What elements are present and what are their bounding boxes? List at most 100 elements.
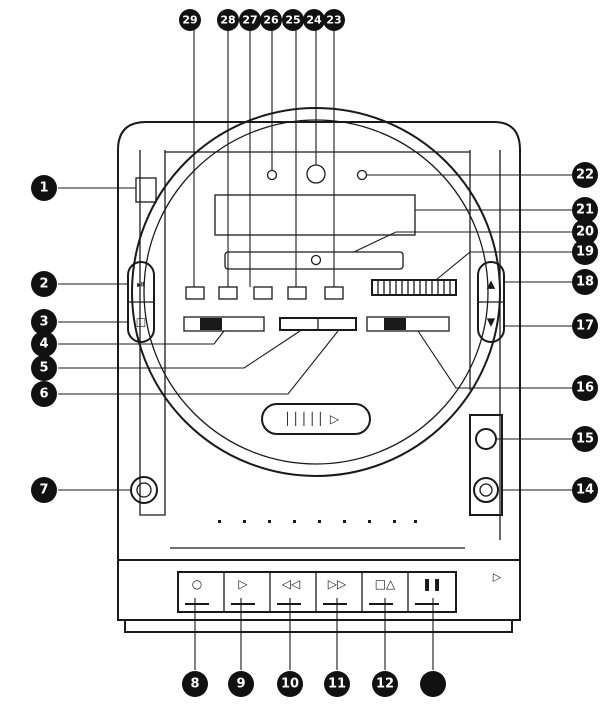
svg-text:9: 9 [236,677,245,692]
svg-text:18: 18 [576,275,594,290]
callout-29: 29 [179,9,201,31]
svg-text:14: 14 [576,483,594,498]
stop-square-icon: □ [136,316,146,329]
volume-jack-panel [469,414,503,516]
svg-text:11: 11 [328,677,346,692]
play-pause-icon: ⏯ [137,278,146,291]
svg-text:20: 20 [576,225,594,240]
svg-text:3: 3 [39,315,48,330]
callout-12: 12 [372,671,398,697]
base-foot [124,620,513,633]
panel-button-29 [185,286,205,300]
rewind-key-icon: ◁◁ [281,577,300,591]
callout-11: 11 [324,671,350,697]
callout-26: 26 [260,9,282,31]
jack-outer [473,477,499,503]
callout-7: 7 [31,477,57,503]
slider-switch-left-knob [200,318,222,330]
headphone-jack-outer [130,476,158,504]
callout-2: 2 [31,271,57,297]
lcd-display [214,194,416,236]
callout-20: 20 [572,219,598,245]
callout-24: 24 [303,9,325,31]
cassette-eject-window [261,403,371,435]
svg-text:19: 19 [576,245,594,260]
cd-control-panel: │││││ ▷ [183,164,503,523]
play-key-icon: ▷ [238,577,248,591]
callout-25: 25 [282,9,304,31]
callout-6: 6 [31,381,57,407]
top-left-square-button [135,177,157,203]
outer-cabinet [117,121,521,621]
leader-lines [58,30,572,670]
svg-text:16: 16 [576,381,594,396]
svg-text:25: 25 [285,14,300,27]
indicator-led-left [266,169,278,181]
tuning-dial-ridges [377,280,451,295]
deck-direction-icon: ▷ [493,571,502,584]
svg-text:10: 10 [281,677,299,692]
callout-1: 1 [31,175,57,201]
callout-22: 22 [572,162,598,188]
panel-button-23 [324,286,344,300]
callout-17: 17 [572,313,598,339]
svg-text:27: 27 [242,14,257,27]
leader-6 [58,330,339,395]
svg-text:1: 1 [39,181,48,196]
slider-switch-right [366,316,450,332]
slider-switch-right-knob [384,318,406,330]
callout-5: 5 [31,355,57,381]
svg-text:26: 26 [263,14,279,27]
panel-button-25 [287,286,307,300]
svg-text:2: 2 [39,277,48,292]
leader-20 [353,231,572,253]
disc-slot [224,251,404,270]
volume-knob [475,428,497,450]
svg-text:4: 4 [39,337,48,352]
svg-text:12: 12 [376,677,394,692]
callout-3: 3 [31,309,57,335]
callout-15: 15 [572,426,598,452]
callout-badges: 1 2 3 4 5 6 7 8 9 10 11 12 14 15 16 17 1… [31,9,598,697]
callout-18: 18 [572,269,598,295]
svg-text:28: 28 [220,14,235,27]
callout-4: 4 [31,331,57,357]
svg-text:7: 7 [39,483,48,498]
deck-key-frame [177,571,457,613]
callout-19: 19 [572,239,598,265]
record-key-icon: ○ [192,577,202,591]
headphone-jack-inner [136,482,152,498]
panel-button-27 [253,286,273,300]
cassette-deck-keys: ○ ▷ ◁◁ ▷▷ □△ ❚❚ ▷ [177,571,502,613]
svg-text:29: 29 [182,14,197,27]
fast-forward-key-icon: ▷▷ [328,577,347,591]
leader-5 [58,330,301,369]
svg-text:17: 17 [576,319,594,334]
callout-28: 28 [217,9,239,31]
callout-14: 14 [572,477,598,503]
leader-19 [435,251,572,281]
leader-16 [417,330,572,389]
slider-switch-left [183,316,265,332]
pause-key-icon: ❚❚ [422,577,442,591]
svg-text:22: 22 [576,168,594,183]
svg-text:24: 24 [306,14,322,27]
cassette-window-marks: │││││ ▷ [284,411,340,426]
down-triangle-icon: ▼ [487,316,496,329]
jack-inner [479,483,493,497]
callout-9: 9 [228,671,254,697]
callout-16: 16 [572,375,598,401]
svg-text:15: 15 [576,432,594,447]
callout-13-blank [420,671,446,697]
center-knob [306,164,326,184]
device-body [117,121,521,633]
svg-text:21: 21 [576,203,594,218]
callout-8: 8 [182,671,208,697]
callout-21: 21 [572,197,598,223]
svg-text:6: 6 [39,387,48,402]
svg-text:23: 23 [326,14,341,27]
svg-text:5: 5 [39,361,48,376]
disc-slot-dot [310,254,322,266]
